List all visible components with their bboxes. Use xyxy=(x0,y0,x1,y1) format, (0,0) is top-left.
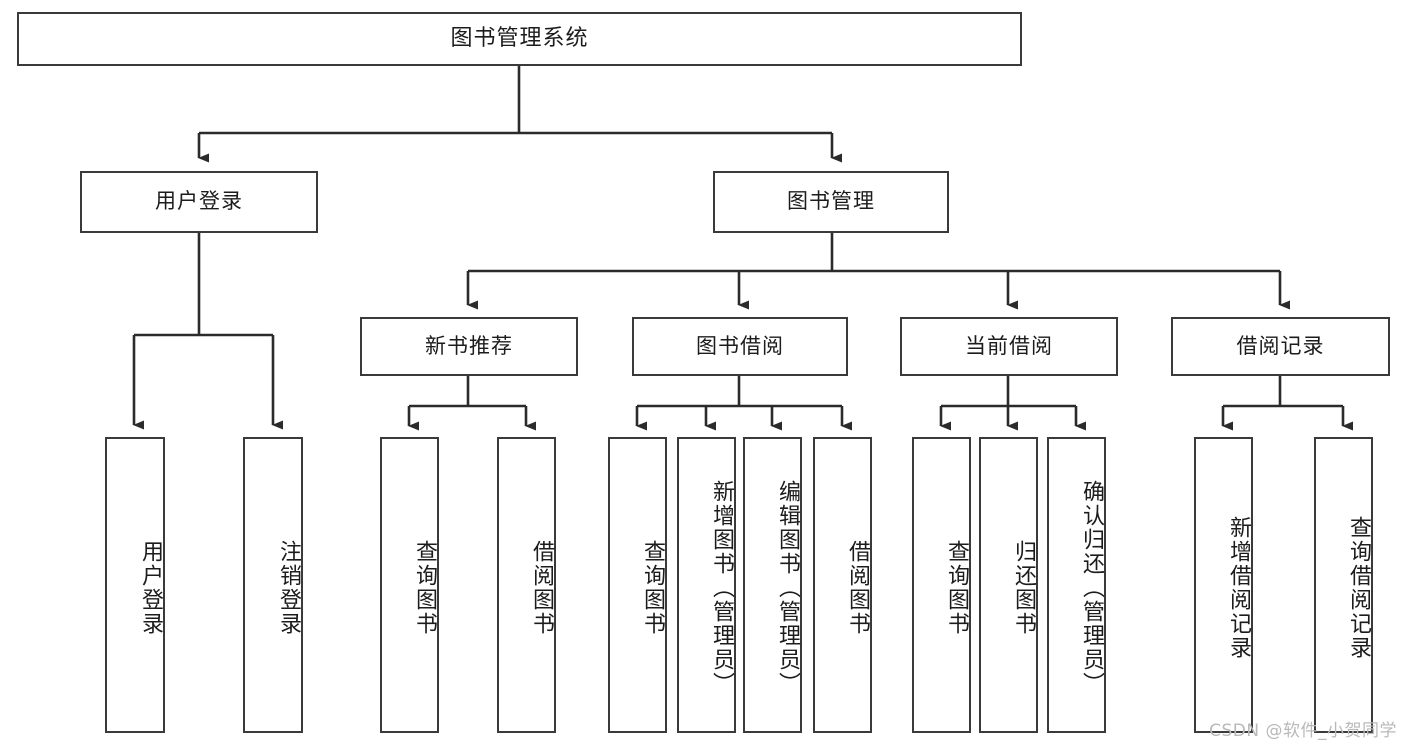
leaf-logout[interactable]: 注销登录 xyxy=(243,437,303,733)
leaf-return-book[interactable]: 归还图书 xyxy=(979,437,1038,733)
leaf-query-book-borrow[interactable]: 查询图书 xyxy=(608,437,667,733)
leaf-query-book-recommend[interactable]: 查询图书 xyxy=(380,437,439,733)
leaf-query-borrow-record[interactable]: 查询借阅记录 xyxy=(1314,437,1373,733)
node-book-management[interactable]: 图书管理 xyxy=(713,171,949,233)
node-root-system[interactable]: 图书管理系统 xyxy=(17,12,1022,66)
leaf-borrow-book[interactable]: 借阅图书 xyxy=(813,437,872,733)
csdn-watermark: CSDN @软件_小贺同学 xyxy=(1209,721,1397,741)
leaf-user-login[interactable]: 用户登录 xyxy=(105,437,165,733)
node-current-borrow[interactable]: 当前借阅 xyxy=(900,317,1118,376)
leaf-borrow-book-recommend[interactable]: 借阅图书 xyxy=(497,437,556,733)
node-book-borrow[interactable]: 图书借阅 xyxy=(632,317,848,376)
node-new-book-recommend[interactable]: 新书推荐 xyxy=(360,317,578,376)
leaf-confirm-return-admin[interactable]: 确认归还（管理员） xyxy=(1047,437,1106,733)
leaf-add-borrow-record[interactable]: 新增借阅记录 xyxy=(1194,437,1253,733)
leaf-add-book-admin[interactable]: 新增图书（管理员） xyxy=(677,437,736,733)
node-borrow-record[interactable]: 借阅记录 xyxy=(1171,317,1390,376)
leaf-query-book-current[interactable]: 查询图书 xyxy=(912,437,971,733)
node-user-login[interactable]: 用户登录 xyxy=(80,171,318,233)
leaf-edit-book-admin[interactable]: 编辑图书（管理员） xyxy=(743,437,802,733)
